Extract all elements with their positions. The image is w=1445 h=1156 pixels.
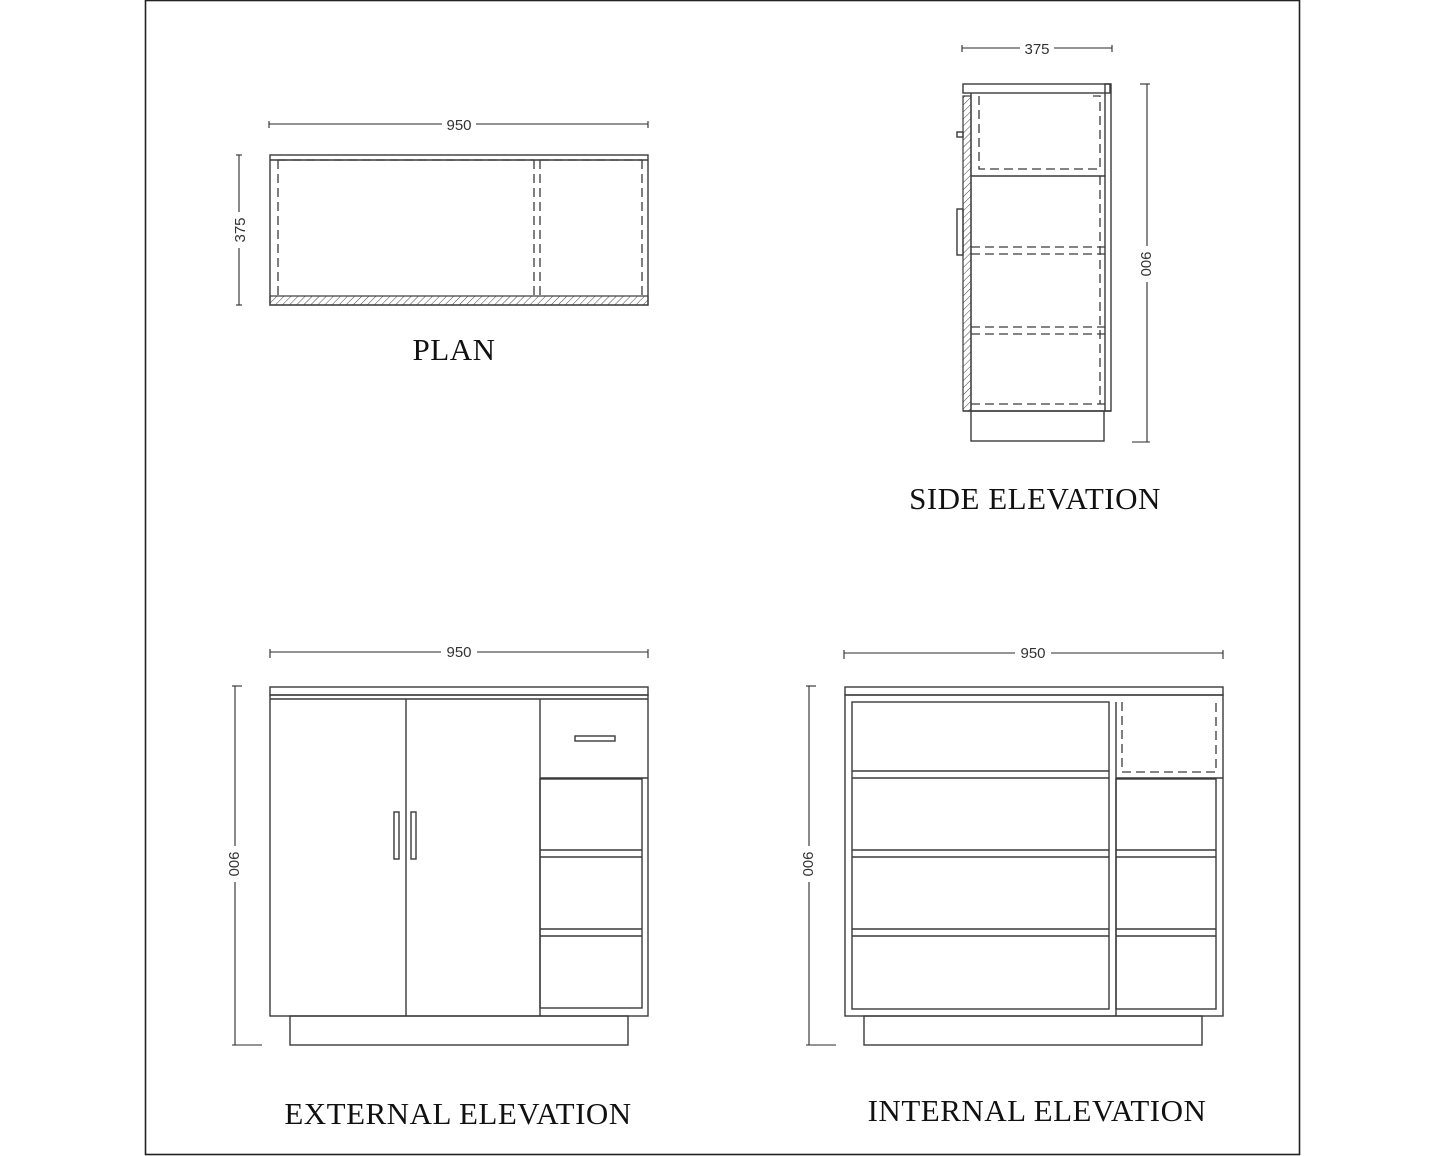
ext-width-label: 950 [446,644,471,661]
int-height-dimension: 900 [799,685,836,1046]
side-height-label: 900 [1137,251,1154,276]
plan-view: 950 375 PLAN [231,116,649,367]
internal-elevation-title: INTERNAL ELEVATION [868,1093,1207,1128]
door-handle-side [956,208,964,256]
side-height-dimension: 900 [1132,83,1155,443]
side-depth-label: 375 [1024,41,1049,58]
plan-door-section-hatch [269,295,649,306]
int-width-dimension: 950 [843,644,1224,662]
plan-depth-dimension: 375 [231,154,249,306]
external-elevation-title: EXTERNAL ELEVATION [284,1096,631,1131]
external-elevation-view: 950 900 EXTERNAL ELEVATION [225,643,649,1131]
plan-title: PLAN [413,332,496,367]
ext-height-label: 900 [225,851,242,876]
plan-width-label: 950 [446,117,471,134]
internal-elevation-view: 950 900 INTERNAL ELEVA [799,644,1224,1128]
ext-height-dimension: 900 [225,685,262,1046]
side-depth-dimension: 375 [961,40,1113,58]
side-elevation-title: SIDE ELEVATION [909,481,1161,516]
right-door-handle [410,811,417,860]
plan-width-dimension: 950 [268,116,649,134]
plan-depth-label: 375 [232,217,249,242]
sheet-border [144,0,1301,1156]
drawer-knob-side [956,131,964,138]
int-width-label: 950 [1020,645,1045,662]
side-elevation-view: 375 900 SIDE ELEVATION [909,40,1161,516]
int-height-label: 900 [799,851,816,876]
side-door-hatch [962,95,972,412]
ext-width-dimension: 950 [269,643,649,661]
drawer-handle [574,735,616,742]
left-door-handle [393,811,400,860]
